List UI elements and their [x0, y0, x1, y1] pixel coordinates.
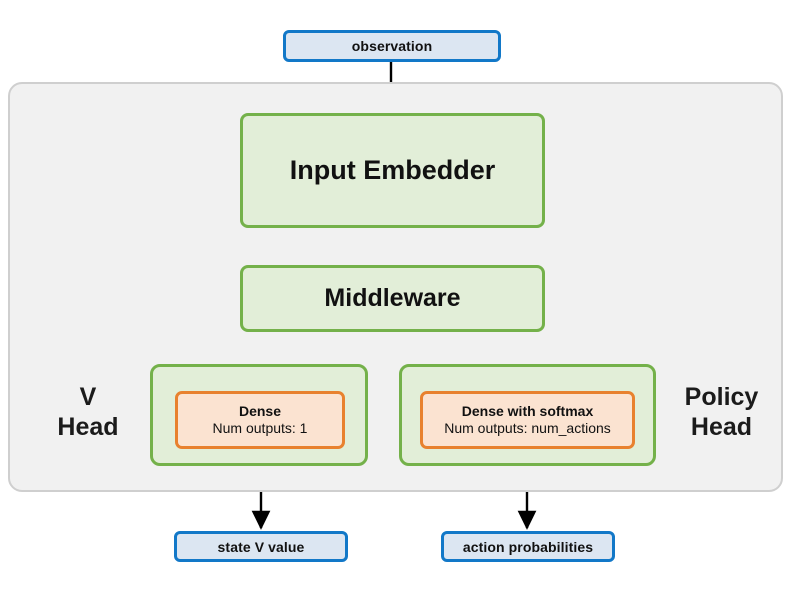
node-observation-label: observation	[351, 38, 433, 54]
label-v-head: V Head	[38, 383, 138, 442]
node-state-v-value[interactable]: state V value	[174, 531, 348, 562]
layer-v-head-dense-title: Dense	[238, 402, 282, 419]
node-input-embedder[interactable]: Input Embedder	[240, 113, 545, 228]
layer-policy-head-dense-title: Dense with softmax	[461, 402, 594, 419]
label-v-head-line1: V	[79, 383, 97, 411]
node-middleware[interactable]: Middleware	[240, 265, 545, 332]
node-input-embedder-label: Input Embedder	[289, 155, 496, 185]
node-action-probabilities-label: action probabilities	[462, 538, 594, 555]
layer-v-head-dense-subtitle: Num outputs: 1	[212, 420, 308, 436]
label-policy-head: Policy Head	[664, 383, 779, 442]
label-v-head-line2: Head	[57, 412, 119, 441]
label-policy-head-line2: Head	[690, 412, 753, 441]
label-policy-head-line1: Policy	[684, 383, 759, 411]
node-state-v-value-label: state V value	[217, 538, 305, 555]
layer-v-head-dense[interactable]: Dense Num outputs: 1	[175, 391, 345, 449]
node-action-probabilities[interactable]: action probabilities	[441, 531, 615, 562]
layer-policy-head-dense-subtitle: Num outputs: num_actions	[444, 420, 611, 436]
node-observation[interactable]: observation	[283, 30, 501, 62]
layer-policy-head-dense[interactable]: Dense with softmax Num outputs: num_acti…	[420, 391, 635, 449]
node-middleware-label: Middleware	[324, 284, 461, 312]
